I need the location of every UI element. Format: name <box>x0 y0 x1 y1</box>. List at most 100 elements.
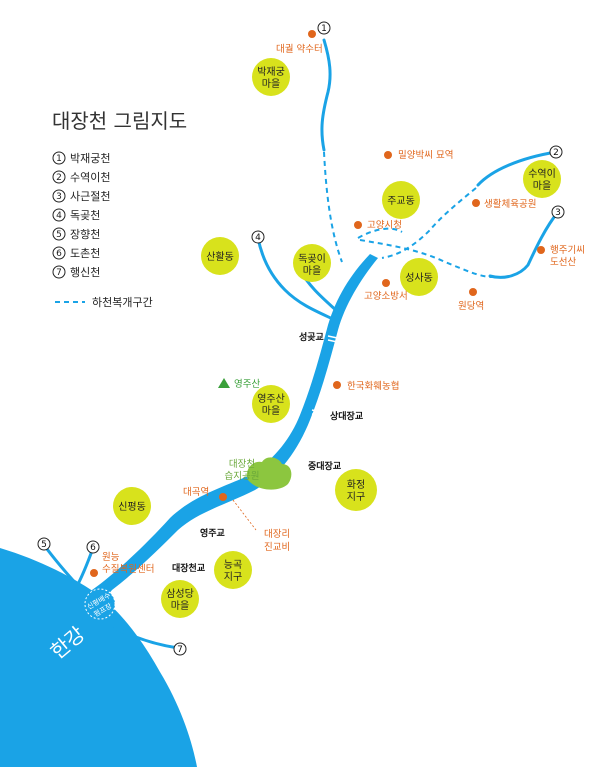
bridge-sangdae: 상대장교 <box>330 410 363 422</box>
legend-item: 5 장향천 <box>52 227 100 241</box>
place-daegok: 대곡역 <box>183 487 209 498</box>
stream-number-markers: 1 2 3 4 5 6 7 <box>37 21 565 656</box>
place-haengju: 도선산 <box>550 257 576 268</box>
legend-label: 장향천 <box>70 227 100 241</box>
place-marker <box>333 381 341 389</box>
pump-station: 신평배수 펌프장 <box>84 588 116 620</box>
legend-item: 7 행신천 <box>52 265 100 279</box>
page-title: 대장천 그림지도 <box>52 109 187 133</box>
legend-num: 6 <box>56 249 62 259</box>
legend-label: 행신천 <box>70 265 100 279</box>
bridge-yeongju: 영주교 <box>200 527 225 539</box>
stream-number-1: 1 <box>321 24 327 34</box>
place-marker <box>354 221 362 229</box>
mountain-label: 영주산 <box>234 379 260 390</box>
legend-label: 도촌천 <box>70 246 100 260</box>
place-wonneung: 원능 <box>102 552 120 563</box>
district-label: 산활동 <box>206 250 234 263</box>
place-daegwol: 대궐 약수터 <box>276 43 323 55</box>
district-hwajeong: 화정 지구 <box>335 469 377 511</box>
legend: 1 박재궁천 2 수역이천 3 사근절천 4 독곶천 5 장향천 6 도촌천 <box>52 151 153 309</box>
place-marker <box>219 493 227 501</box>
place-saenghwal: 생활체육공원 <box>484 198 536 210</box>
place-hanguk: 한국화훼농협 <box>347 380 399 392</box>
district-label: 삼성당 <box>166 588 194 600</box>
district-seongsa: 성사동 <box>400 258 438 296</box>
places: 대궐 약수터 밀양박씨 묘역 생활체육공원 고양시청 행주기씨 도선산 고양소방… <box>90 30 585 577</box>
district-label: 신평동 <box>118 501 146 513</box>
district-samseongdang: 삼성당 마을 <box>161 580 199 618</box>
legend-dashed-label: 하천복개구간 <box>92 295 153 309</box>
district-label: 마을 <box>171 600 189 612</box>
district-sanhwal: 산활동 <box>201 237 239 275</box>
place-marker <box>469 288 477 296</box>
daejangri-pointer <box>232 499 257 531</box>
covered-sections <box>323 151 493 278</box>
district-circles: 박재궁 마을 수역이 마을 주교동 산활동 독곶이 마을 성사동 영주산 마 <box>113 58 561 618</box>
bridge-jungdae: 중대장교 <box>308 460 341 472</box>
district-jugyo: 주교동 <box>382 181 420 219</box>
place-marker <box>537 246 545 254</box>
place-wondang: 원당역 <box>458 301 484 312</box>
wetland-park: 대장천 습지공원 <box>225 457 292 490</box>
bridge-daejangcheon: 대장천교 <box>172 562 205 574</box>
district-label: 화정 <box>347 479 365 491</box>
han-river <box>0 548 197 767</box>
place-marker <box>90 569 98 577</box>
district-label: 지구 <box>347 491 365 503</box>
district-label: 마을 <box>262 78 280 90</box>
place-marker <box>382 279 390 287</box>
district-label: 주교동 <box>387 195 415 207</box>
main-stream <box>92 254 378 605</box>
legend-item: 3 사근절천 <box>52 189 110 203</box>
legend-label: 사근절천 <box>70 189 110 203</box>
stream-number-2: 2 <box>553 148 559 158</box>
legend-label: 수역이천 <box>70 170 110 184</box>
place-wonneung: 수질복원센터 <box>102 563 154 575</box>
bridges: 성곶교 상대장교 중대장교 영주교 대장천교 <box>157 331 363 576</box>
district-label: 영주산 <box>257 393 285 405</box>
district-label: 마을 <box>533 180 551 192</box>
district-sinpyeong: 신평동 <box>113 487 151 525</box>
district-label: 박재궁 <box>257 66 285 78</box>
legend-label: 박재궁천 <box>70 151 110 165</box>
stream-number-7: 7 <box>177 645 183 655</box>
place-milyang: 밀양박씨 묘역 <box>398 149 453 161</box>
place-daejangri: 진교비 <box>264 542 290 553</box>
place-daejangri: 대장리 <box>264 529 290 540</box>
legend-item: 6 도촌천 <box>52 246 100 260</box>
place-marker <box>472 199 480 207</box>
stream-number-5: 5 <box>41 540 47 550</box>
legend-num: 4 <box>56 211 62 221</box>
district-label: 마을 <box>303 265 321 277</box>
legend-num: 3 <box>56 192 62 202</box>
stream-number-6: 6 <box>90 543 96 553</box>
place-goyang-city: 고양시청 <box>367 220 402 231</box>
legend-item: 4 독곶천 <box>52 208 100 222</box>
district-label: 수역이 <box>528 168 556 180</box>
legend-label: 독곶천 <box>70 208 100 222</box>
legend-num: 1 <box>56 154 62 164</box>
legend-item: 2 수역이천 <box>52 170 110 184</box>
district-label: 능곡 <box>224 559 242 571</box>
district-dokgoji: 독곶이 마을 <box>293 244 331 282</box>
district-label: 마을 <box>262 405 280 417</box>
wetland-label: 대장천 <box>229 459 255 470</box>
district-label: 지구 <box>224 571 242 583</box>
legend-num: 2 <box>56 173 62 183</box>
district-bakjaegung: 박재궁 마을 <box>252 58 290 96</box>
district-suyeogi: 수역이 마을 <box>523 160 561 198</box>
district-label: 성사동 <box>405 272 433 284</box>
place-fire-station: 고양소방서 <box>364 291 408 302</box>
district-label: 독곶이 <box>298 253 326 265</box>
legend-item: 1 박재궁천 <box>52 151 110 165</box>
bridge-seonggong: 성곶교 <box>299 331 324 343</box>
wetland-label: 습지공원 <box>225 471 260 482</box>
district-yeongjusan: 영주산 마을 <box>252 385 290 423</box>
district-neunggok: 능곡 지구 <box>214 551 252 589</box>
place-marker <box>384 151 392 159</box>
stream-number-3: 3 <box>555 208 561 218</box>
mountain-icon <box>218 378 230 388</box>
legend-num: 5 <box>56 230 62 240</box>
place-haengju: 행주기씨 <box>550 244 585 256</box>
